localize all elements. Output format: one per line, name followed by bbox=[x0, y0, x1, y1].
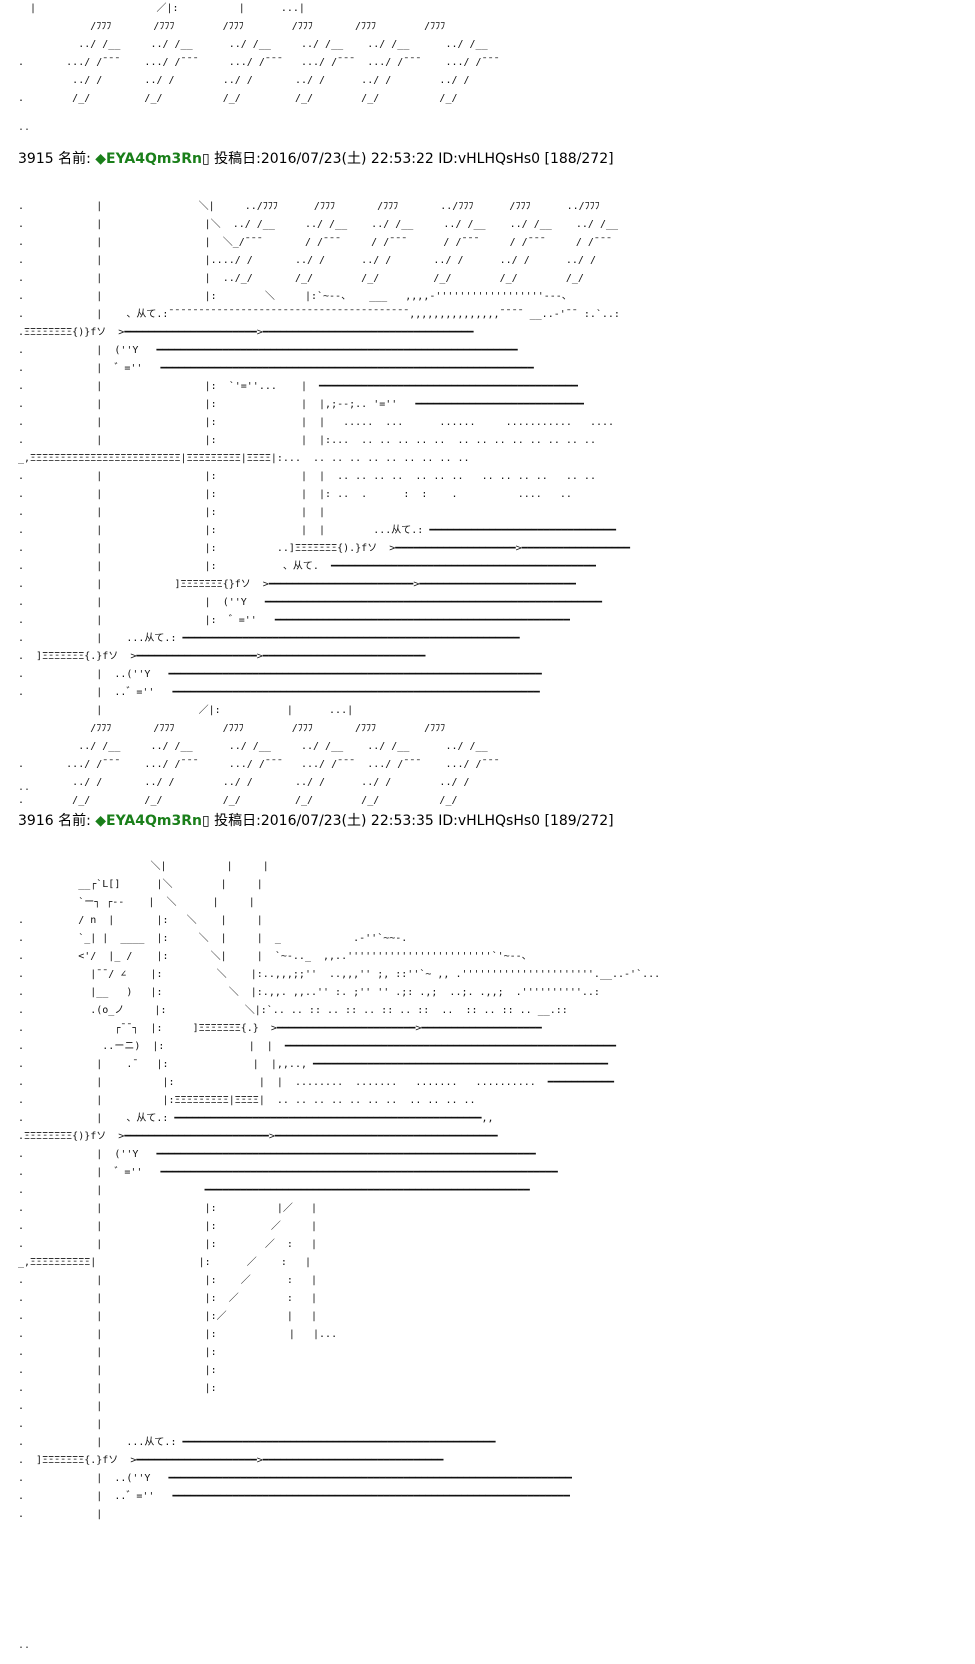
poster-name[interactable]: ◆EYA4Qm3Rn bbox=[95, 151, 202, 167]
name-box-icon: ▯ bbox=[201, 151, 210, 167]
post-header-3915: 3915 名前: ◆EYA4Qm3Rn▯ 投稿日:2016/07/23(土) 2… bbox=[18, 150, 614, 168]
ascii-art-post-3915: . | ＼| ../ﾌﾌﾌ /ﾌﾌﾌ /ﾌﾌﾌ ../ﾌﾌﾌ /ﾌﾌﾌ ../ﾌ… bbox=[18, 201, 631, 806]
separator: .. bbox=[18, 1640, 31, 1651]
name-label: 名前: bbox=[58, 813, 91, 829]
post-number: 3916 bbox=[18, 813, 54, 829]
post-date: 投稿日:2016/07/23(土) 22:53:22 ID:vHLHQsHs0 … bbox=[214, 151, 614, 167]
name-label: 名前: bbox=[58, 151, 91, 167]
separator: .. bbox=[18, 782, 31, 793]
post-number: 3915 bbox=[18, 151, 54, 167]
post-date: 投稿日:2016/07/23(土) 22:53:35 ID:vHLHQsHs0 … bbox=[214, 813, 614, 829]
ascii-art-post-3916: ＼| | | __┌`L[] |＼ | | `ー┐ ┌‐- | ＼ | | . … bbox=[18, 861, 661, 1520]
post-header-3916: 3916 名前: ◆EYA4Qm3Rn▯ 投稿日:2016/07/23(土) 2… bbox=[18, 812, 614, 830]
name-box-icon: ▯ bbox=[201, 813, 210, 829]
separator: .. bbox=[18, 122, 31, 133]
poster-name[interactable]: ◆EYA4Qm3Rn bbox=[95, 813, 202, 829]
ascii-art-top: | ／|: | ...| /ﾌﾌﾌ /ﾌﾌﾌ /ﾌﾌﾌ /ﾌﾌﾌ /ﾌﾌﾌ /ﾌ… bbox=[18, 3, 500, 104]
